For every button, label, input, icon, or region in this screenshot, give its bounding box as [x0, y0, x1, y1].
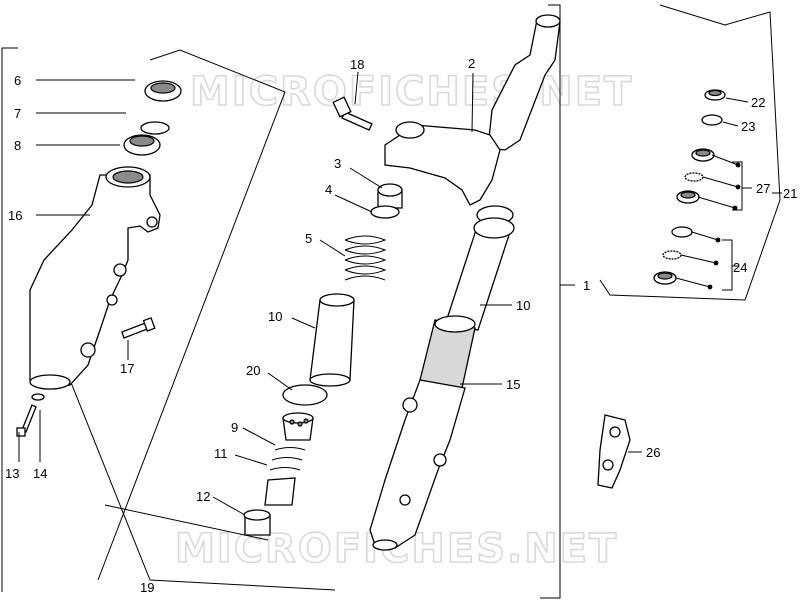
callout-11: 11	[214, 446, 228, 461]
callout-labels: 1 2 3 4 5 6 7 8 9 10 10 11 12 13 14 15 1…	[5, 56, 797, 595]
center-internals	[243, 96, 403, 536]
callout-22: 22	[751, 95, 765, 110]
callout-18: 18	[350, 57, 364, 72]
callout-8: 8	[14, 138, 21, 153]
callout-20: 20	[246, 363, 260, 378]
callout-10-internal: 10	[268, 309, 282, 324]
callout-14: 14	[33, 466, 47, 481]
callout-3: 3	[334, 156, 341, 171]
bracket-26	[597, 414, 631, 489]
callout-4: 4	[325, 182, 332, 197]
callout-26: 26	[646, 445, 660, 460]
callout-6: 6	[14, 73, 21, 88]
callout-9: 9	[231, 420, 238, 435]
headset-bearings	[653, 89, 741, 290]
callout-17: 17	[120, 361, 134, 376]
callout-21: 21	[783, 186, 797, 201]
left-bolts	[16, 317, 156, 437]
callout-12: 12	[196, 489, 210, 504]
left-fork-leg	[29, 166, 161, 390]
callout-27: 27	[756, 181, 770, 196]
watermark-top: MICROFICHES.NET	[190, 69, 633, 115]
bracket-lines	[1, 4, 782, 599]
left-seal-rings	[123, 80, 182, 156]
callout-10-tube: 10	[516, 298, 530, 313]
callout-5: 5	[305, 231, 312, 246]
callout-7: 7	[14, 106, 21, 121]
callout-16: 16	[8, 208, 22, 223]
callout-1: 1	[583, 278, 590, 293]
callout-24: 24	[733, 260, 747, 275]
right-fork-leg	[369, 217, 515, 551]
callout-13: 13	[5, 466, 19, 481]
callout-23: 23	[741, 119, 755, 134]
callout-15: 15	[506, 377, 520, 392]
leader-lines	[18, 71, 749, 516]
callout-19: 19	[140, 580, 154, 595]
callout-2: 2	[468, 56, 475, 71]
